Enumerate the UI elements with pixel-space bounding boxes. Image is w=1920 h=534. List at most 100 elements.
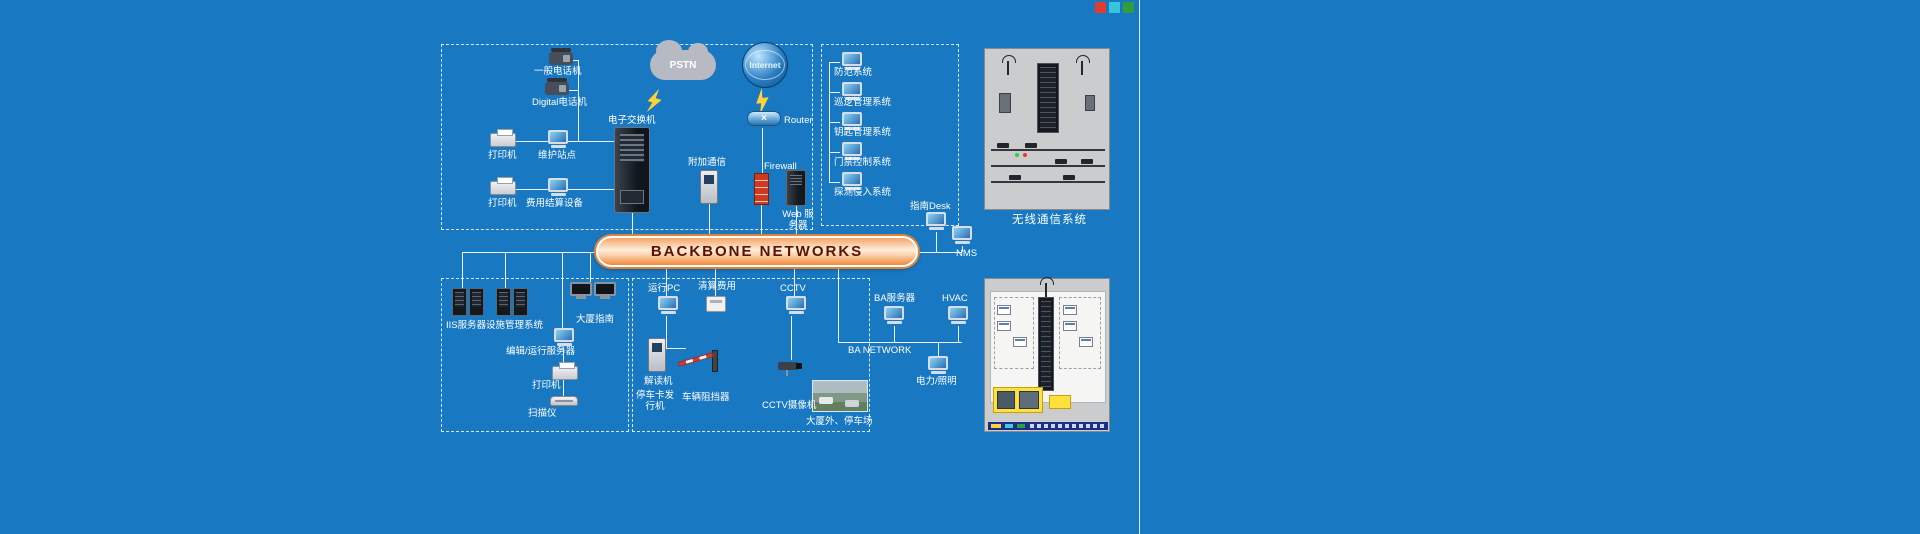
device-box bbox=[997, 321, 1011, 331]
corner-green-mark bbox=[1123, 2, 1134, 13]
connector bbox=[938, 342, 939, 356]
rail-line bbox=[991, 149, 1105, 151]
security-item-label: 巡逻管理系统 bbox=[834, 97, 892, 108]
security-item-label: 探测侵入系统 bbox=[834, 187, 892, 198]
billing-pc-icon bbox=[546, 178, 570, 198]
server-rack-icon bbox=[496, 288, 511, 316]
digital-telephone-icon bbox=[545, 78, 569, 95]
antenna-icon bbox=[1076, 55, 1090, 75]
connector bbox=[660, 348, 686, 349]
router-glyph: × bbox=[761, 112, 767, 124]
ba-server-label: BA服务器 bbox=[874, 293, 916, 304]
firewall-icon bbox=[754, 173, 769, 205]
pstn-cloud: PSTN bbox=[650, 40, 716, 80]
hvac-pc-icon bbox=[946, 306, 970, 326]
phone-digital-label: Digital电话机 bbox=[532, 97, 587, 108]
run-pc-label: 运行PC bbox=[648, 283, 681, 294]
monitor-icon bbox=[594, 282, 616, 300]
pbx-tower-icon bbox=[614, 127, 650, 213]
pstn-label: PSTN bbox=[669, 59, 697, 71]
iis-server-label: IIS服务器 bbox=[446, 320, 487, 331]
router-label: Router bbox=[784, 115, 813, 126]
connector bbox=[590, 252, 591, 282]
facility-mgmt-label: 设施管理系统 bbox=[486, 320, 544, 331]
scanner-icon bbox=[550, 396, 578, 406]
telephone-icon bbox=[549, 48, 573, 65]
caption-strip bbox=[988, 422, 1108, 430]
printer-top-label: 打印机 bbox=[488, 150, 517, 161]
extra-comm-device-icon bbox=[700, 170, 718, 204]
legend-swatch bbox=[991, 424, 1001, 428]
vehicle-shape bbox=[1081, 159, 1093, 164]
barrier-gate-icon bbox=[676, 342, 722, 372]
corner-cyan-mark bbox=[1109, 2, 1120, 13]
power-pc-icon bbox=[926, 356, 950, 376]
device-box bbox=[997, 305, 1011, 315]
connector bbox=[761, 205, 762, 238]
connector bbox=[462, 252, 463, 288]
device-box bbox=[1013, 337, 1027, 347]
printer-icon bbox=[490, 129, 516, 147]
rail-line bbox=[991, 181, 1105, 183]
connector bbox=[829, 152, 840, 153]
connector bbox=[505, 252, 506, 288]
connector bbox=[569, 90, 579, 91]
office-printer-label: 打印机 bbox=[532, 380, 561, 391]
monitor-icon bbox=[570, 282, 592, 300]
outside-label: 大厦外、停车场 bbox=[806, 416, 873, 427]
edit-run-server-icon bbox=[552, 328, 576, 348]
printer-bottom-label: 打印机 bbox=[488, 198, 517, 209]
internet-label: Internet bbox=[749, 60, 781, 70]
security-zone-border bbox=[821, 44, 959, 226]
firewall-label: Firewall bbox=[764, 161, 797, 172]
connector bbox=[838, 266, 839, 342]
connector bbox=[666, 316, 667, 348]
connector bbox=[829, 122, 840, 123]
connector bbox=[838, 342, 962, 343]
connector bbox=[962, 246, 963, 252]
ba-server-icon bbox=[882, 306, 906, 326]
maintenance-pc-icon bbox=[546, 130, 570, 150]
dashed-group-box bbox=[1059, 297, 1101, 369]
communication-zone-border bbox=[441, 44, 813, 230]
connector bbox=[563, 380, 564, 396]
phone-general-label: 一般电话机 bbox=[534, 66, 582, 77]
edit-run-server-label: 编辑/运行服务器 bbox=[506, 346, 576, 357]
connector bbox=[762, 128, 763, 174]
web-server-icon bbox=[786, 170, 806, 206]
vehicle-shape bbox=[1063, 175, 1075, 180]
camera-view-thumb bbox=[1019, 391, 1039, 409]
ba-detail-panel bbox=[984, 277, 1110, 432]
reader-label: 解读机 bbox=[644, 376, 673, 387]
page-divider-line bbox=[1139, 0, 1140, 534]
security-item-label: 门禁控制系统 bbox=[834, 157, 892, 168]
wireless-panel-label: 无线通信系统 bbox=[1012, 214, 1087, 226]
rail-line bbox=[991, 165, 1105, 167]
legend-swatch bbox=[1017, 424, 1025, 428]
radio-unit-icon bbox=[999, 93, 1011, 113]
connector bbox=[916, 252, 962, 253]
device-box bbox=[1063, 305, 1077, 315]
security-item-label: 防范系统 bbox=[834, 67, 873, 78]
wireless-panel bbox=[984, 48, 1110, 210]
connector bbox=[563, 348, 564, 366]
antenna-icon bbox=[1002, 55, 1016, 75]
nms-pc-icon bbox=[950, 226, 974, 246]
security-pc-icon bbox=[840, 142, 864, 162]
status-dot bbox=[1015, 153, 1019, 157]
cctv-label: CCTV bbox=[780, 283, 806, 294]
connector bbox=[829, 62, 840, 63]
legend-text-placeholder bbox=[1030, 424, 1104, 428]
dashed-group-box bbox=[994, 297, 1034, 369]
connector bbox=[794, 266, 795, 296]
connector bbox=[573, 60, 579, 61]
vehicle-shape bbox=[1009, 175, 1021, 180]
hvac-label: HVAC bbox=[942, 293, 968, 304]
billing-device-label: 费用结算设备 bbox=[526, 198, 584, 209]
connector bbox=[829, 182, 840, 183]
device-box bbox=[1079, 337, 1093, 347]
backbone-banner-label: BACKBONE NETWORKS bbox=[650, 243, 864, 260]
power-label: 电力/照明 bbox=[916, 376, 957, 387]
run-pc-icon bbox=[656, 296, 680, 316]
connector bbox=[666, 266, 667, 296]
